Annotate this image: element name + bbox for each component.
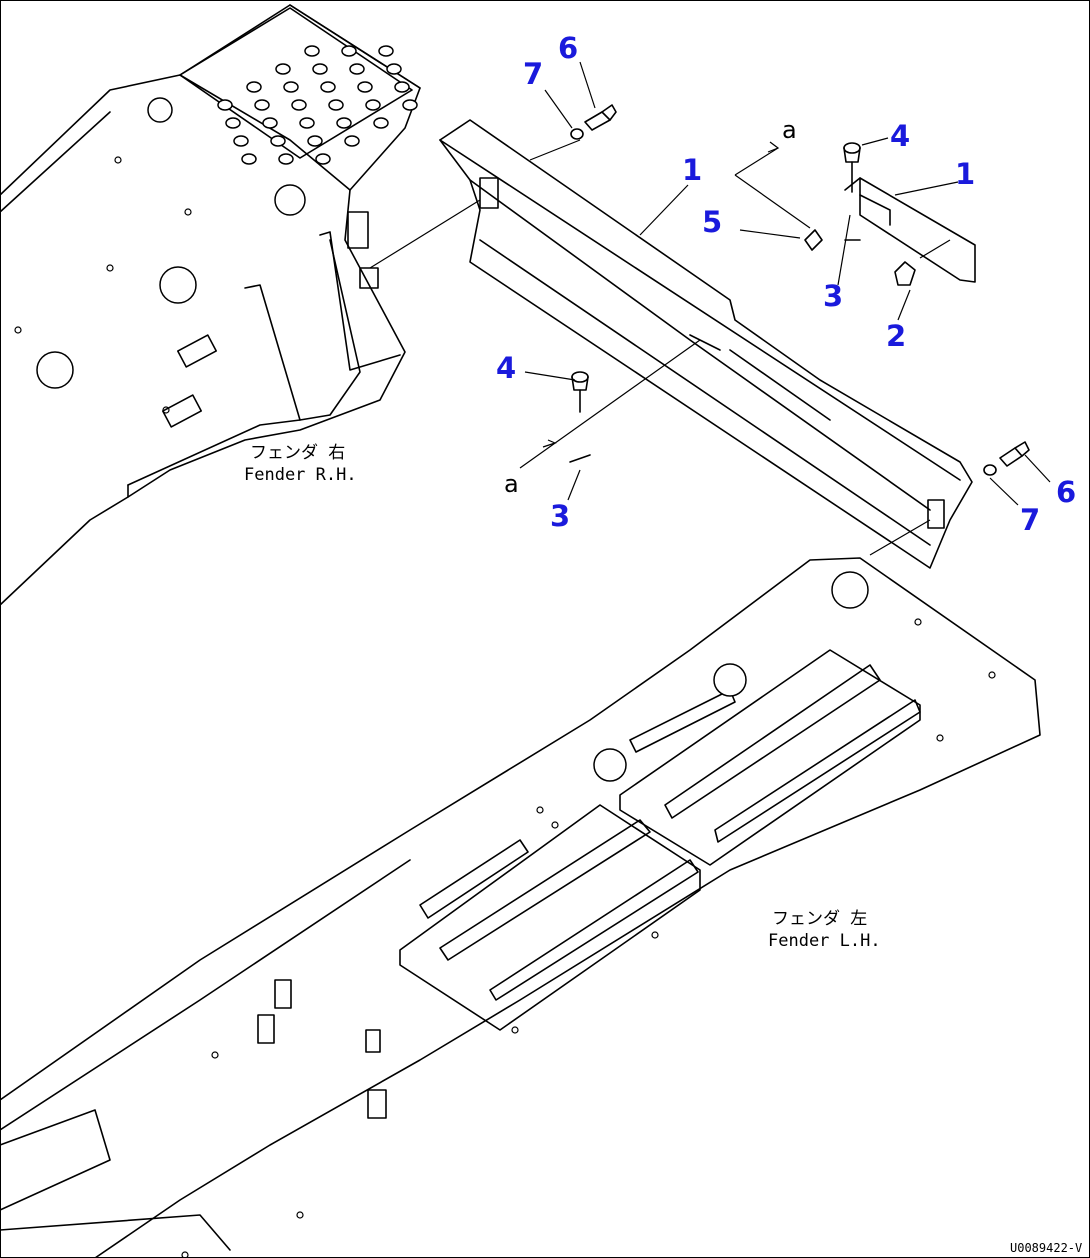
fender-rh-label-jp: フェンダ 右 — [250, 443, 345, 463]
view-mark-a-left: a — [504, 470, 519, 498]
callout-3-left: 3 — [550, 499, 570, 533]
step-plate-hole — [275, 63, 291, 75]
step-plate-hole — [365, 99, 381, 111]
callout-6-top: 6 — [558, 31, 578, 65]
fender-lh-label-jp: フェンダ 左 — [772, 909, 867, 929]
step-plate — [179, 7, 413, 159]
step-plate-hole — [349, 63, 365, 75]
step-plate-hole — [270, 135, 286, 147]
pin-part-4-right — [843, 142, 861, 193]
step-plate-hole — [328, 99, 344, 111]
step-plate-hole — [217, 99, 233, 111]
callout-1-main: 1 — [682, 153, 702, 187]
callout-3-right: 3 — [823, 279, 843, 313]
step-plate-hole — [283, 81, 299, 93]
step-plate-hole — [394, 81, 410, 93]
step-plate-holes — [217, 45, 418, 165]
bolt-part-6-right — [999, 441, 1030, 467]
callout-5: 5 — [702, 205, 722, 239]
step-plate-hole — [341, 45, 357, 57]
washer-part-7-right — [983, 464, 997, 476]
step-plate-hole — [386, 63, 402, 75]
pin-part-4-left — [571, 371, 589, 413]
step-plate-hole — [241, 153, 257, 165]
step-plate-hole — [312, 63, 328, 75]
hardware — [569, 104, 1030, 476]
pin-part-3-left — [569, 454, 591, 463]
step-plate-hole — [336, 117, 352, 129]
step-plate-hole — [225, 117, 241, 129]
step-plate-hole — [320, 81, 336, 93]
leader-lines — [369, 61, 1051, 556]
step-plate-hole — [357, 81, 373, 93]
callout-6-right: 6 — [1056, 475, 1076, 509]
cover-part-1 — [439, 119, 973, 569]
step-plate-hole — [307, 135, 323, 147]
step-plate-hole — [233, 135, 249, 147]
step-plate-hole — [291, 99, 307, 111]
fender-rh — [0, 4, 421, 606]
tool-box — [399, 649, 921, 1031]
step-plate-hole — [315, 153, 331, 165]
fender-lh — [0, 557, 1041, 1258]
step-plate-hole — [373, 117, 389, 129]
step-plate-hole — [402, 99, 418, 111]
step-plate-hole — [278, 153, 294, 165]
callout-4-left: 4 — [496, 351, 516, 385]
holes — [14, 97, 996, 1258]
callouts: 1 1 2 3 3 4 4 5 6 6 7 7 — [496, 31, 1076, 537]
clip-part-5 — [804, 229, 823, 251]
step-plate-hole — [304, 45, 320, 57]
step-plate-hole — [246, 81, 262, 93]
fender-lh-label-en: Fender L.H. — [768, 931, 881, 951]
callout-7-right: 7 — [1020, 503, 1040, 537]
step-plate-hole — [262, 117, 278, 129]
callout-2: 2 — [886, 319, 906, 353]
step-plate-hole — [378, 45, 394, 57]
view-mark-a-top: a — [782, 116, 797, 144]
clip-part-2 — [894, 261, 916, 286]
callout-4-right: 4 — [890, 119, 910, 153]
step-plate-hole — [254, 99, 270, 111]
callout-1-bracket: 1 — [955, 157, 975, 191]
step-plate-hole — [299, 117, 315, 129]
callout-7-top: 7 — [523, 57, 543, 91]
washer-part-7-top — [570, 128, 584, 140]
drawing-code: U0089422-V — [1010, 1241, 1082, 1255]
fender-rh-label-en: Fender R.H. — [244, 465, 357, 485]
bolt-part-6-top — [584, 104, 617, 131]
step-plate-hole — [344, 135, 360, 147]
